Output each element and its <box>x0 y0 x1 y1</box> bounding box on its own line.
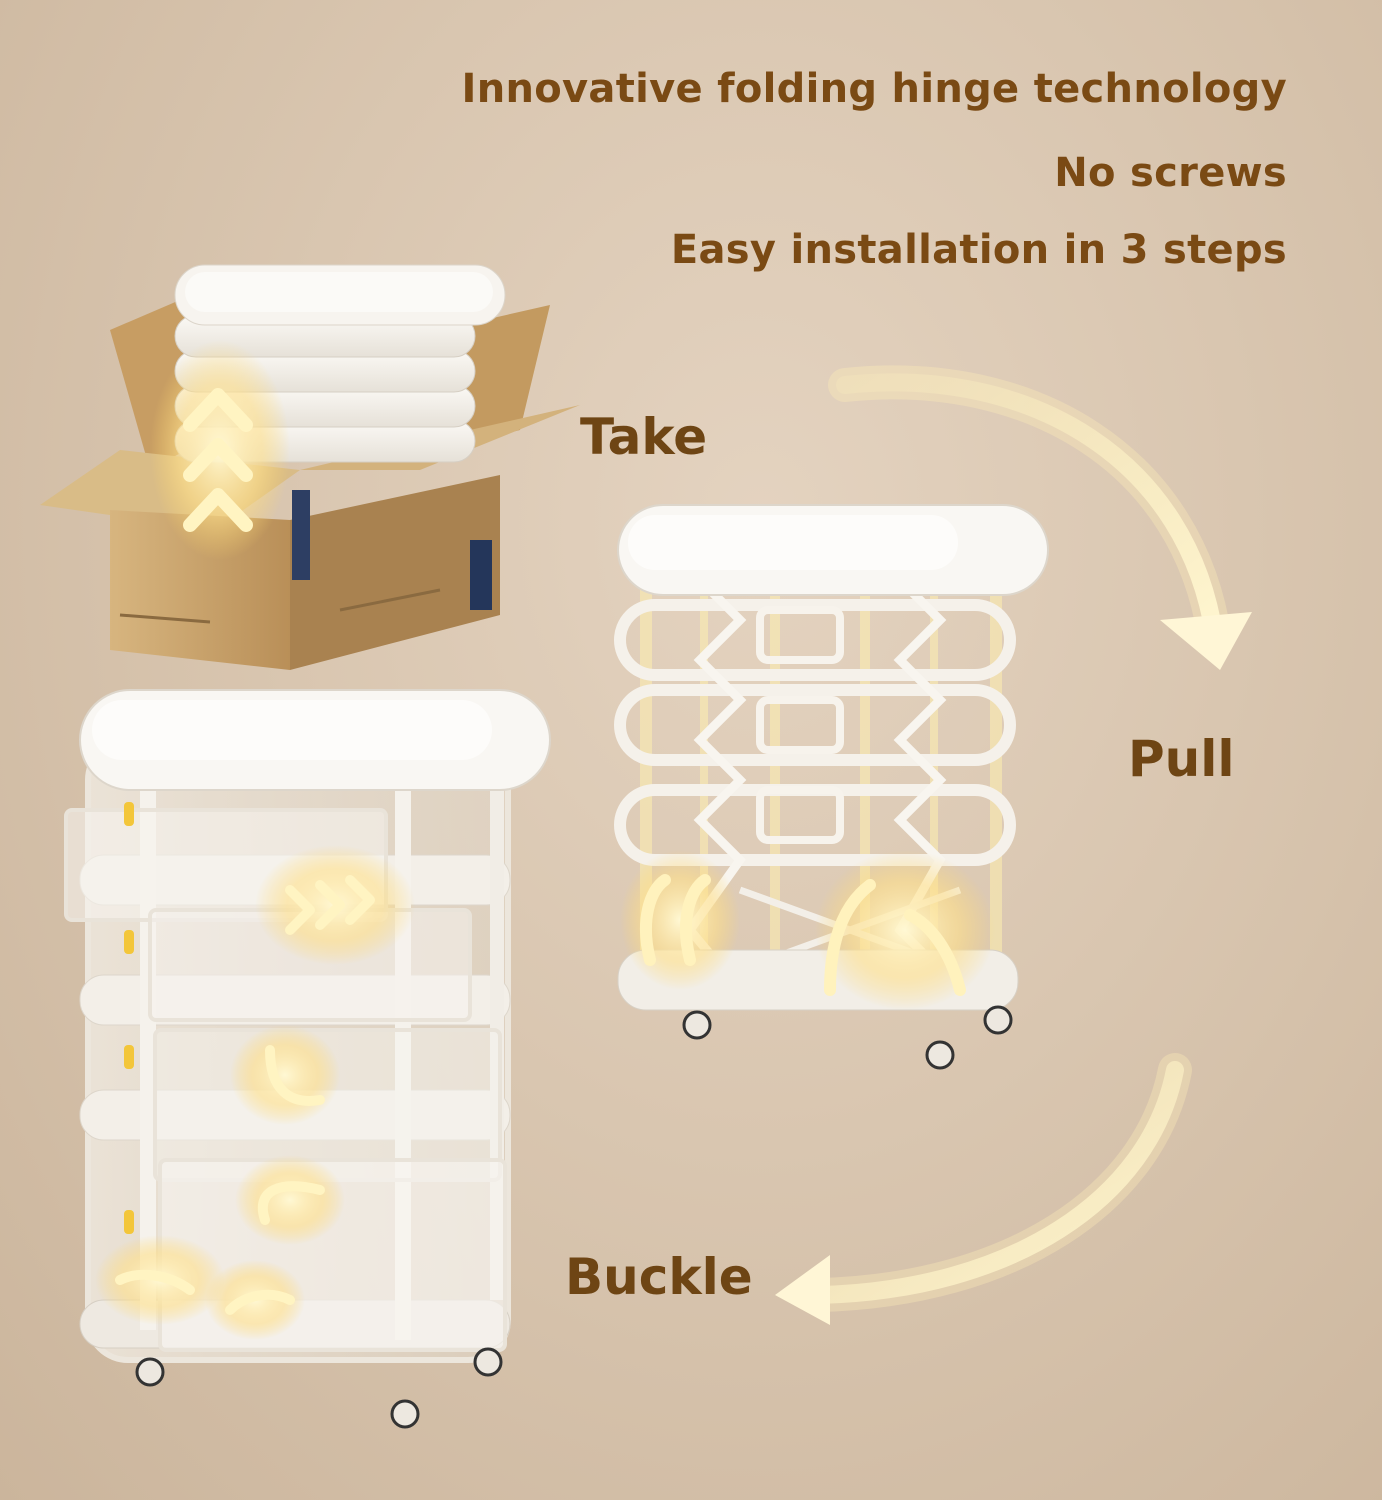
step-label-take: Take <box>580 408 708 466</box>
headline-innovation: Innovative folding hinge technology <box>461 66 1287 112</box>
step-label-buckle: Buckle <box>565 1248 753 1306</box>
step-label-pull: Pull <box>1128 730 1235 788</box>
assembled-cart <box>64 689 551 1429</box>
headline-easy-install: Easy installation in 3 steps <box>670 227 1287 273</box>
curved-arrow-icon <box>828 365 1252 670</box>
curved-arrow-icon <box>775 1053 1192 1325</box>
expanding-cart <box>614 504 1049 1070</box>
headline-no-screws: No screws <box>1054 150 1287 196</box>
up-arrow-icon <box>150 340 290 560</box>
